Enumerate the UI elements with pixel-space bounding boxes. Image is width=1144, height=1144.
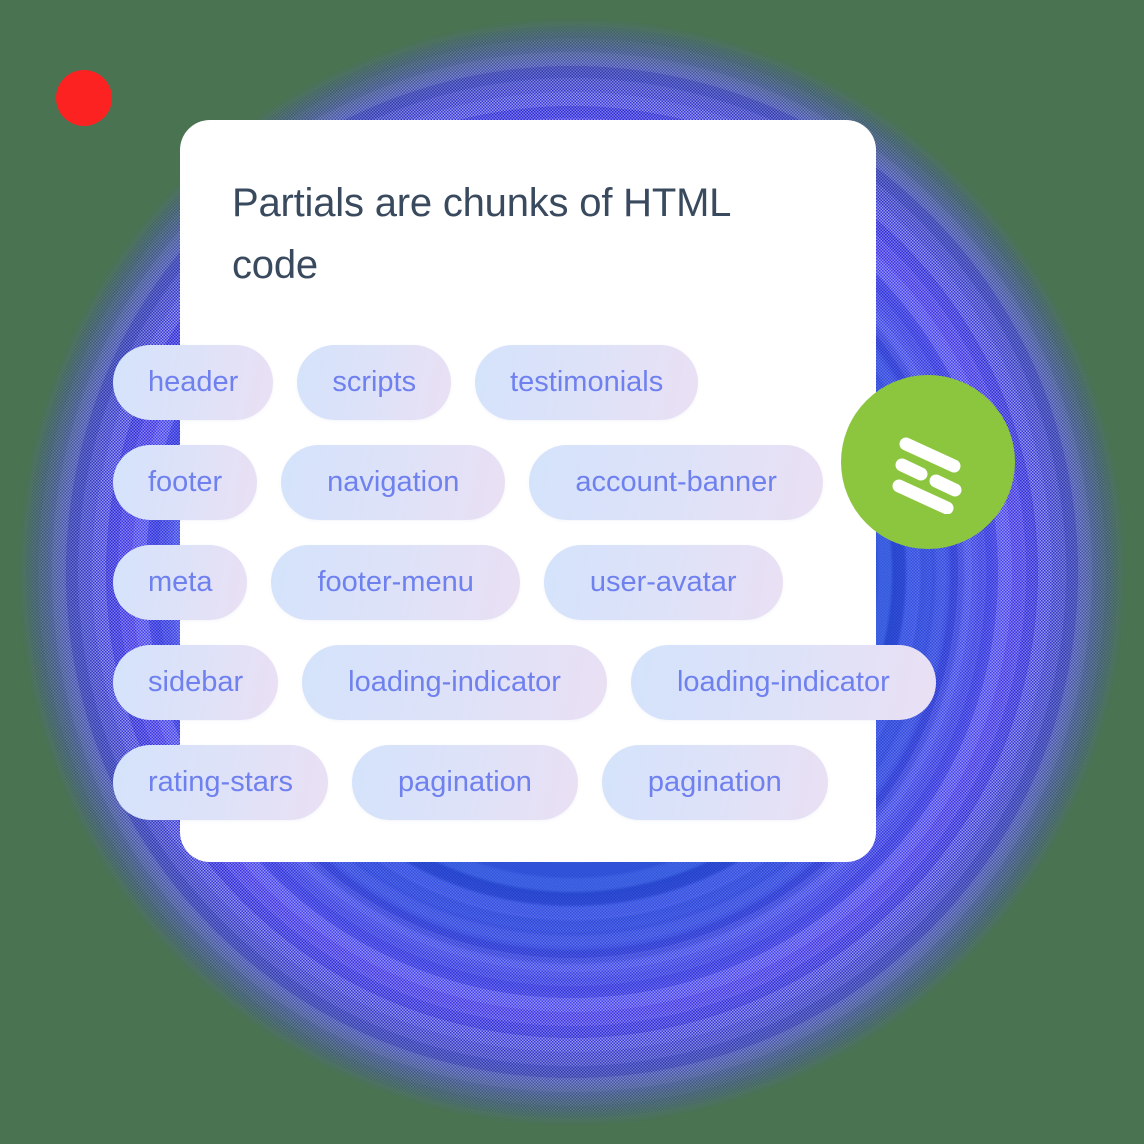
partial-tag[interactable]: rating-stars bbox=[113, 745, 329, 820]
partial-tag[interactable]: header bbox=[113, 345, 274, 420]
partial-tag[interactable]: scripts bbox=[297, 345, 452, 420]
partial-tag[interactable]: loading-indicator bbox=[302, 645, 607, 720]
partial-tag[interactable]: footer bbox=[113, 445, 258, 520]
partial-tag[interactable]: pagination bbox=[352, 745, 578, 820]
partial-tag[interactable]: sidebar bbox=[113, 645, 279, 720]
partial-tag[interactable]: footer-menu bbox=[271, 545, 520, 620]
red-dot-marker-icon bbox=[56, 70, 112, 126]
partial-tag[interactable]: testimonials bbox=[475, 345, 699, 420]
partial-tag[interactable]: account-banner bbox=[529, 445, 823, 520]
partial-tag[interactable]: pagination bbox=[601, 745, 828, 820]
stacked-diagonal-bars-logo-icon bbox=[892, 437, 962, 514]
page-title: Partials are chunks of HTML code bbox=[232, 181, 730, 287]
partial-tag[interactable]: navigation bbox=[281, 445, 506, 520]
tag-row: rating-stars pagination pagination bbox=[113, 745, 1013, 820]
partial-tag[interactable]: meta bbox=[113, 545, 248, 620]
partial-tag[interactable]: loading-indicator bbox=[630, 645, 936, 720]
brand-logo-badge bbox=[841, 375, 1015, 549]
partial-tag[interactable]: user-avatar bbox=[543, 545, 783, 620]
tag-row: sidebar loading-indicator loading-indicato… bbox=[113, 645, 1013, 720]
tag-row: meta footer-menu user-avatar bbox=[113, 545, 1013, 620]
